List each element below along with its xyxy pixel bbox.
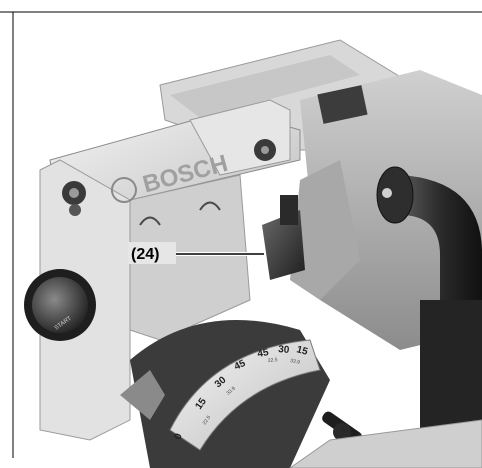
scale-label-15-right: 15: [295, 344, 309, 358]
angle-scale: [169, 339, 321, 451]
scale-label-0: 0: [172, 432, 184, 441]
rear-rail: [170, 55, 360, 118]
scale-pointer: [120, 370, 165, 420]
locking-lever: [262, 210, 305, 280]
motor-slot: [317, 85, 368, 124]
scale-small-label-4: 33.9: [290, 358, 301, 366]
bevel-lock-knob: [333, 423, 351, 441]
spring-wire-2: [199, 201, 221, 211]
bosch-logo-ring: [110, 177, 137, 204]
callout-label: (24): [131, 246, 159, 263]
scale-label-45-left: 45: [233, 358, 248, 373]
scale-small-label-2: 33.9: [225, 386, 236, 397]
inner-body: [129, 174, 251, 341]
pivot-bolt-left-center: [69, 188, 79, 198]
scale-label-45-right: 45: [257, 347, 270, 360]
motor-side: [290, 160, 360, 300]
locking-lever-top: [280, 195, 298, 225]
scale-label-30-right: 30: [278, 344, 290, 356]
start-knob: [32, 277, 88, 333]
port-screw: [382, 188, 392, 198]
spring-wire: [139, 216, 161, 226]
extraction-port: [376, 166, 414, 224]
callout-label-bg: [128, 242, 176, 264]
screw: [69, 204, 81, 216]
pivot-bolt-right-center: [261, 146, 269, 154]
scale-small-label-1: 22.5: [202, 415, 213, 427]
scale-small-label-3: 22.5: [268, 357, 278, 364]
base-plate: [289, 419, 482, 468]
extraction-elbow: [400, 175, 482, 300]
